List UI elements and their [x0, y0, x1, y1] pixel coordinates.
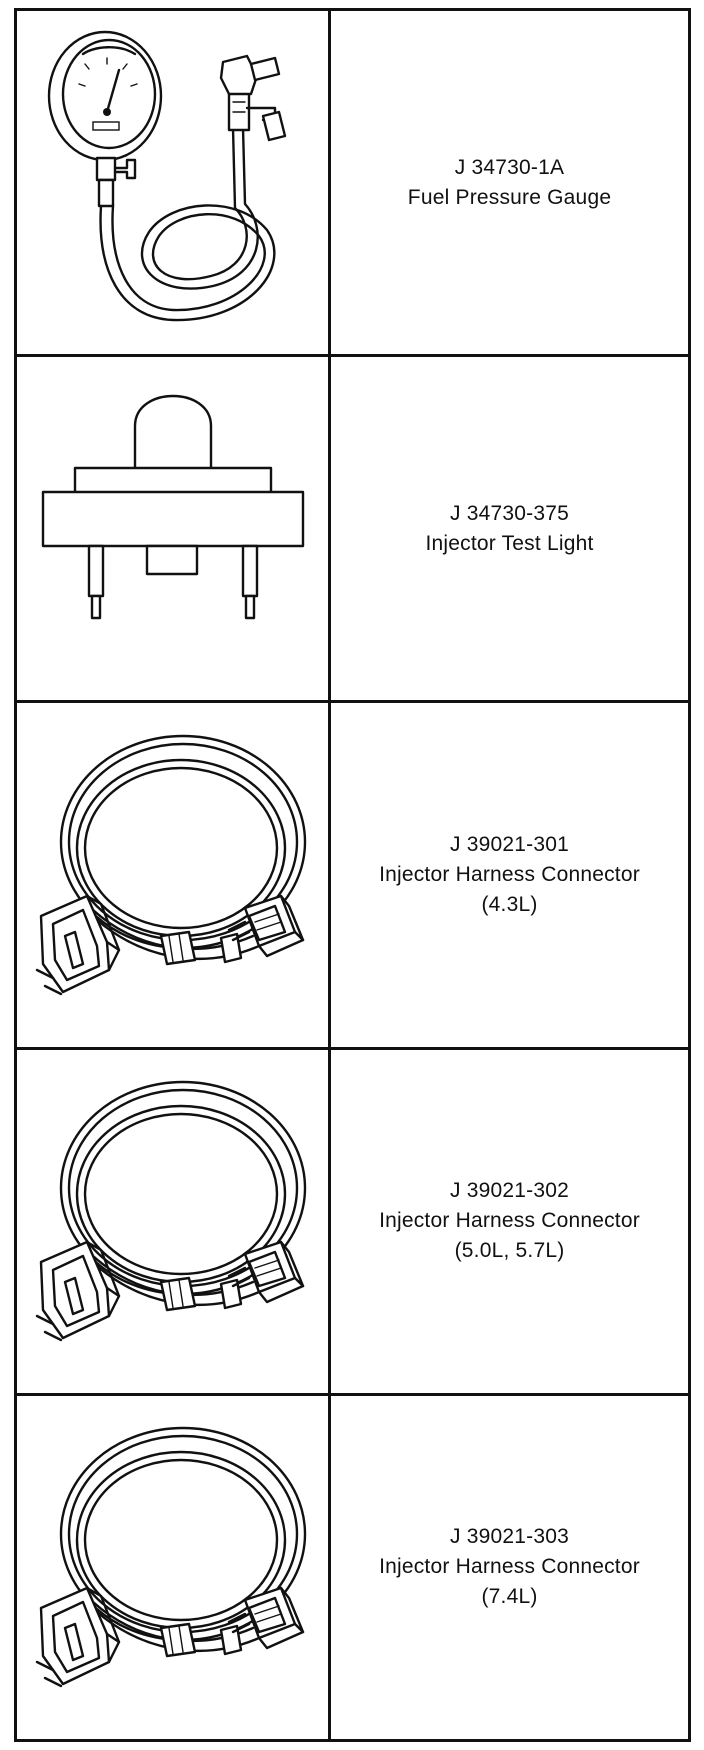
injector-harness-connector-illustration [35, 1081, 306, 1342]
tool-row-injector-harness-connector-5-0l-5-7l: J 39021-302 Injector Harness Connector (… [17, 1049, 688, 1396]
injector-harness-connector-illustration [35, 734, 306, 996]
tool-description: J 39021-303 Injector Harness Connector (… [331, 1396, 688, 1739]
tool-note: (4.3L) [481, 893, 538, 916]
tool-illustration-cell [17, 11, 331, 355]
tool-illustration-cell [17, 1049, 331, 1393]
tool-number: J 39021-302 [450, 1179, 569, 1203]
tool-row-injector-test-light: J 34730-375 Injector Test Light [17, 357, 688, 704]
tool-description: J 39021-301 Injector Harness Connector (… [331, 703, 688, 1046]
tool-row-fuel-pressure-gauge: J 34730-1A Fuel Pressure Gauge [17, 11, 688, 358]
tool-number: J 34730-375 [450, 501, 569, 525]
tool-illustration-cell [17, 703, 331, 1047]
tool-row-injector-harness-connector-7-4l: J 39021-303 Injector Harness Connector (… [17, 1395, 688, 1740]
tool-name: Injector Harness Connector [379, 1555, 640, 1579]
tool-name: Injector Harness Connector [379, 863, 640, 886]
special-tools-table: J 34730-1A Fuel Pressure Gauge [14, 8, 691, 1742]
injector-harness-connector-illustration [35, 1427, 306, 1688]
tool-name: Fuel Pressure Gauge [407, 185, 612, 209]
tool-note: (5.0L, 5.7L) [454, 1239, 565, 1263]
tool-number: J 39021-303 [450, 1525, 569, 1549]
tool-illustration-cell [17, 357, 331, 701]
tool-number: J 34730-1A [454, 155, 565, 179]
tool-name: Injector Harness Connector [379, 1209, 640, 1233]
tool-description: J 39021-302 Injector Harness Connector (… [331, 1050, 688, 1393]
tool-note: (7.4L) [481, 1585, 538, 1609]
tool-description: J 34730-1A Fuel Pressure Gauge [331, 11, 688, 354]
tool-row-injector-harness-connector-4-3l: J 39021-301 Injector Harness Connector (… [17, 703, 688, 1050]
tool-description: J 34730-375 Injector Test Light [331, 357, 688, 700]
tool-number: J 39021-301 [450, 833, 569, 856]
fuel-pressure-gauge-illustration [47, 30, 286, 321]
tool-name: Injector Test Light [425, 531, 594, 555]
injector-test-light-illustration [41, 394, 304, 619]
tool-illustration-cell [17, 1395, 331, 1740]
